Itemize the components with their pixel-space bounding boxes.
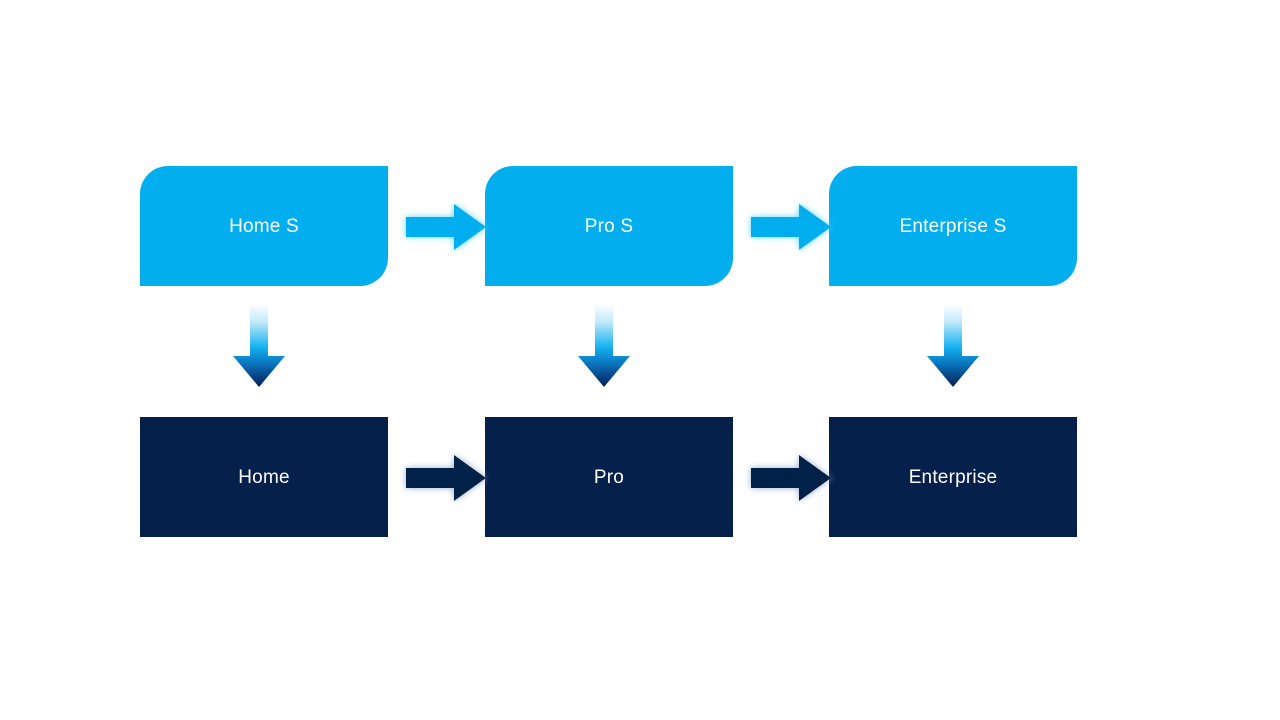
node-pro-s[interactable]: Pro S [485,166,733,286]
arrow-right-icon-home-to-pro [406,454,486,502]
node-label: Home [238,466,290,488]
arrow-right-icon-pro-s-to-enterprise-s [751,203,831,251]
arrow-right-icon-home-s-to-pro-s [406,203,486,251]
arrow-down-icon-enterprise-s-to-enterprise [925,304,981,388]
node-enterprise-s[interactable]: Enterprise S [829,166,1077,286]
node-pro[interactable]: Pro [485,417,733,537]
node-label: Pro [593,466,625,488]
arrow-down-icon-pro-s-to-pro [576,304,632,388]
node-label: Enterprise [908,466,998,488]
node-enterprise[interactable]: Enterprise [829,417,1077,537]
node-home-s[interactable]: Home S [140,166,388,286]
node-label: Pro S [584,215,634,237]
arrow-right-icon-pro-to-enterprise [751,454,831,502]
node-home[interactable]: Home [140,417,388,537]
node-label: Enterprise S [899,215,1007,237]
arrow-down-icon-home-s-to-home [231,304,287,388]
node-label: Home S [229,215,299,237]
